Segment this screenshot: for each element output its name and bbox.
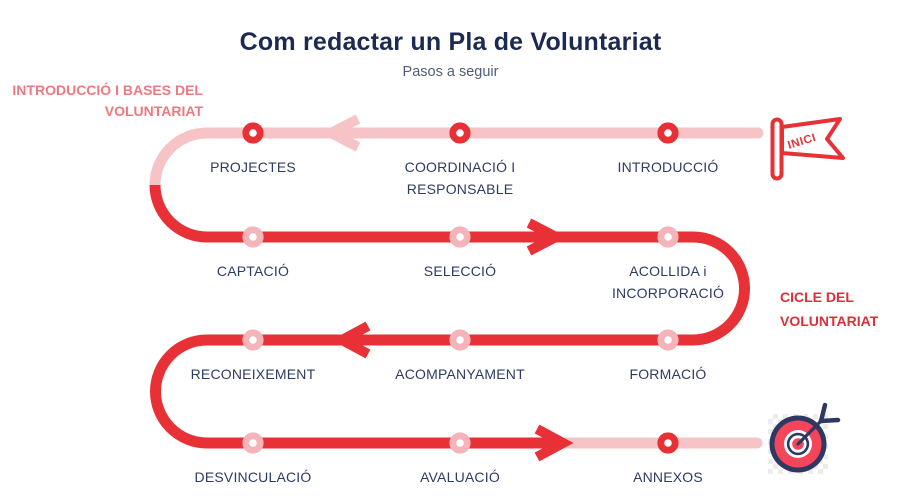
node-annexos xyxy=(657,432,679,454)
step-label-avaluacio: AVALUACIÓ xyxy=(420,469,500,485)
step-label-annexos: ANNEXOS xyxy=(633,469,703,485)
dart-shaft xyxy=(796,419,823,446)
node-desvinculacio xyxy=(242,432,264,454)
section-label-cicle-voluntariat: CICLE DEL VOLUNTARIAT xyxy=(780,289,879,329)
flow-arrow-left-row3 xyxy=(331,321,371,359)
flow-arrow-right-row4 xyxy=(534,424,574,462)
step-label-coordinacio-responsable: COORDINACIÓ I RESPONSABLE xyxy=(404,159,516,197)
node-acollida-incorporacio xyxy=(657,226,679,248)
step-label-seleccio: SELECCIÓ xyxy=(423,263,497,279)
node-acompanyament xyxy=(449,329,471,351)
node-coordinacio-responsable xyxy=(449,122,471,144)
step-label-captacio: CAPTACIÓ xyxy=(216,263,290,279)
node-projectes xyxy=(242,122,264,144)
start-flag-icon: INICI xyxy=(770,117,845,181)
path-segment-cycle xyxy=(149,184,750,449)
node-reconeixement xyxy=(242,329,264,351)
section-label-introduccio-bases: INTRODUCCIÓ I BASES DEL VOLUNTARIAT xyxy=(12,82,203,119)
flow-arrow-left-row1 xyxy=(320,114,361,152)
node-seleccio xyxy=(449,226,471,248)
step-label-introduccio: INTRODUCCIÓ xyxy=(617,159,719,175)
page-title: Com redactar un Pla de Voluntariat xyxy=(239,28,662,56)
node-avaluacio xyxy=(449,432,471,454)
page-subtitle: Pasos a seguir xyxy=(402,64,499,80)
flag-pole xyxy=(770,117,784,181)
step-label-reconeixement: RECONEIXEMENT xyxy=(190,366,316,382)
step-label-projectes: PROJECTES xyxy=(210,159,296,175)
dart-fletch-up xyxy=(818,402,828,424)
dart-fletch-right xyxy=(818,417,841,424)
step-label-acompanyament: ACOMPANYAMENT xyxy=(395,366,525,382)
flow-arrow-right-row2 xyxy=(526,218,567,256)
node-introduccio xyxy=(657,122,679,144)
node-captacio xyxy=(242,226,264,248)
step-label-acollida-incorporacio: ACOLLIDA i INCORPORACIÓ xyxy=(611,263,725,301)
step-label-desvinculacio: DESVINCULACIÓ xyxy=(194,469,312,485)
step-label-formacio: FORMACIÓ xyxy=(629,366,707,382)
node-formacio xyxy=(657,329,679,351)
path-segment-intro xyxy=(149,127,764,191)
target-icon xyxy=(769,402,841,473)
